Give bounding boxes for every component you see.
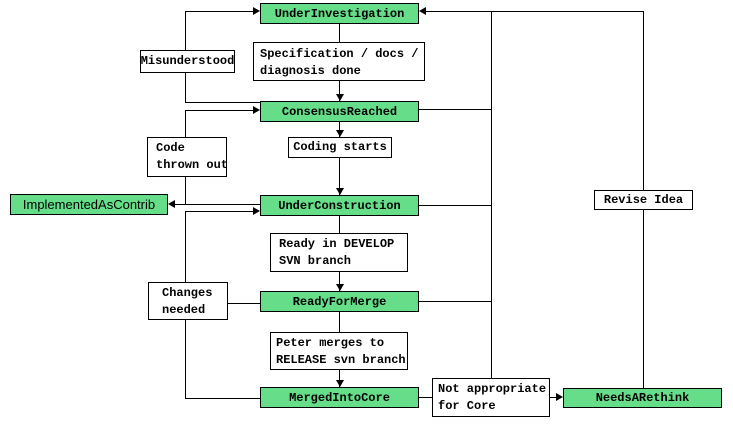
edge-label-text: Misunderstood [140, 54, 235, 68]
edge-label-text: Coding starts [293, 140, 387, 154]
edge-label-text: for Core [438, 399, 496, 413]
state-underconstruction: UnderConstruction [260, 195, 419, 216]
edge-label-ready-in-develop: Ready in DEVELOP SVN branch [270, 233, 408, 272]
edge-label-text: Revise Idea [603, 192, 684, 207]
state-implementedascontrib: ImplementedAsContrib [10, 194, 168, 215]
line-mergedcore-exit-left [185, 398, 260, 399]
arrowhead-into-implementedascontrib [168, 200, 175, 208]
arrowhead-into-codingstarts [336, 130, 344, 137]
edge-label-text: Ready in DEVELOP [279, 237, 395, 251]
state-underinvestigation: UnderInvestigation [260, 3, 419, 24]
state-needsarethink: NeedsARethink [563, 388, 722, 408]
state-consensusreached: ConsensusReached [260, 101, 419, 122]
line-misunderstood-to-underinvestigation [185, 11, 253, 12]
edge-label-text: Code [156, 141, 185, 155]
edge-label-specification-done: Specification / docs / diagnosis done [253, 42, 425, 81]
line-codethrown-into-consensus [185, 110, 253, 111]
arrowhead-into-underinvestigation-left [253, 7, 260, 15]
line-construction-exit-right [419, 205, 491, 206]
edge-label-revise-idea: Revise Idea [594, 190, 693, 210]
line-not-appropriate-vertical [491, 11, 492, 378]
edge-label-text: SVN branch [279, 254, 352, 268]
state-mergedintocore: MergedIntoCore [260, 387, 419, 408]
edge-label-peter-merges: Peter merges to RELEASE svn branch [270, 332, 408, 370]
line-reviseidea-to-underinvestigation [426, 11, 643, 12]
arrowhead-into-needsarethink [556, 393, 563, 401]
edge-label-misunderstood: Misunderstood [140, 50, 235, 73]
arrowhead-into-consensusreached-top [336, 94, 344, 101]
line-readyformerge-exit-right [419, 301, 491, 302]
edge-label-code-thrown-out: Code thrown out [147, 137, 229, 177]
arrowhead-into-underinvestigation-right [419, 7, 426, 15]
arrowhead-into-mergedintocore-top [336, 380, 344, 387]
edge-label-text: thrown out [156, 158, 229, 172]
arrowhead-into-underconstruction-top [336, 188, 344, 195]
edge-label-coding-starts: Coding starts [288, 137, 392, 158]
line-mergedcore-to-notappropriate [419, 397, 432, 398]
edge-label-text: Changes [162, 286, 213, 300]
state-readyformerge: ReadyForMerge [260, 291, 419, 312]
line-notappropriate-to-needsarethink [550, 397, 556, 398]
arrowhead-into-readyformerge-top [336, 284, 344, 291]
arrowhead-into-consensusreached-left [253, 106, 260, 114]
edge-label-text: diagnosis done [260, 64, 361, 78]
edge-label-text: Not appropriate [438, 382, 547, 396]
line-construction-to-contrib [175, 204, 260, 205]
edge-label-changes-needed: Changes needed [148, 282, 228, 320]
edge-label-text: Peter merges to [276, 336, 385, 350]
edge-label-text: Specification / docs / [260, 47, 419, 61]
edge-label-text: needed [162, 303, 206, 317]
arrowhead-into-underconstruction-left [253, 207, 260, 215]
edge-label-text: RELEASE svn branch [276, 353, 406, 367]
line-consensus-exit-left [185, 102, 260, 103]
line-consensus-exit-right [419, 109, 491, 110]
line-changesneeded-to-readyformerge [228, 303, 260, 304]
line-changes-into-construction [185, 211, 253, 212]
edge-label-not-appropriate: Not appropriate for Core [432, 378, 550, 417]
